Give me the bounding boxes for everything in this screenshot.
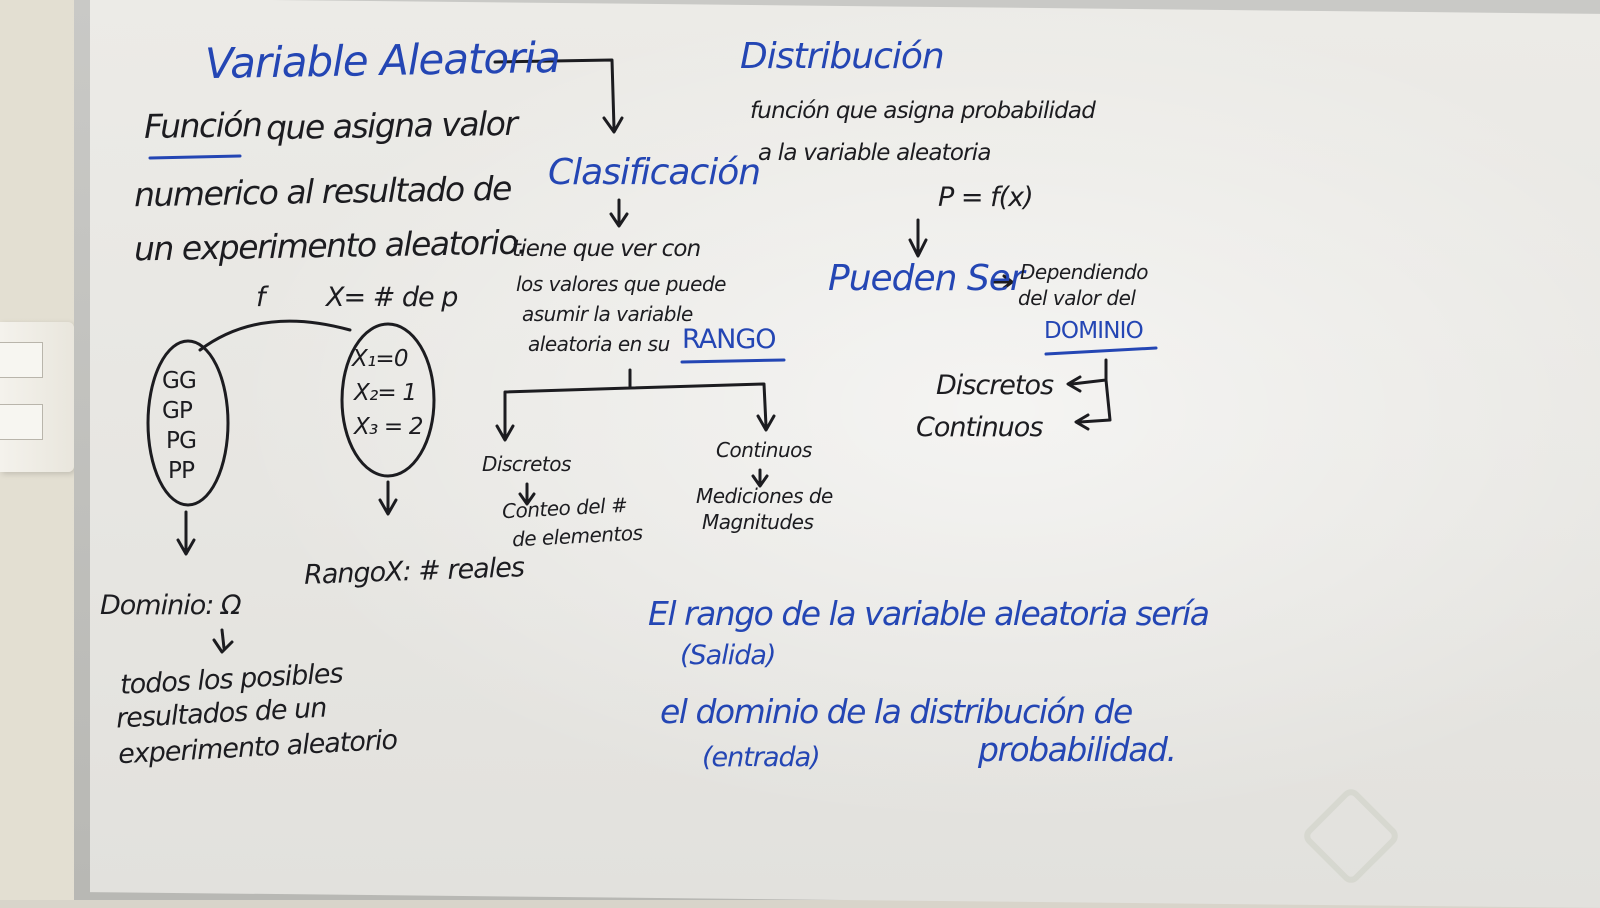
range-item: X₁=0 [352,346,408,372]
range-ellipse [340,322,436,478]
switch-key-top [0,342,43,378]
distribucion-description-line: a la variable aleatoria [758,140,991,166]
definition-line-3: un experimento aleatorio. [133,222,527,269]
continuos-description-line: Magnitudes [702,510,814,534]
mapping-curve [198,319,352,352]
domain-item: GG [162,368,197,394]
clasificacion-description-line: tiene que ver con [512,236,701,262]
dependiendo-line: del valor del [1018,286,1136,310]
right-discretos-label: Discretos [936,370,1054,401]
dominio-word: DOMINIO [1044,318,1144,344]
classification-branch [503,368,632,438]
dependiendo-line: Dependiendo [1020,260,1149,284]
x-definition-label: X= # de p [326,282,458,313]
continuos-description-line: Mediciones de [696,484,833,508]
function-f-label: f [256,282,265,313]
conclusion-line-1b: (Salida) [680,640,776,671]
distribucion-title: Distribución [740,36,945,77]
dominio-underline [1044,346,1158,356]
pueden-ser-label: Pueden Ser [828,258,1025,299]
definition-line-1: que asigna valor [265,103,517,148]
conclusion-line-2c: probabilidad. [978,730,1177,769]
light-switch [0,322,74,472]
funcion-underline [148,154,242,160]
conclusion-line-1: El rango de la variable aleatoria sería [648,594,1210,633]
domain-item: PP [168,458,195,484]
definition-underlined-word: Función [143,104,262,147]
distribucion-description-line: función que asigna probabilidad [750,98,1096,124]
rango-word: RANGO [682,324,777,355]
probability-formula: P = f(x) [938,182,1034,213]
range-item: X₃ = 2 [354,414,424,440]
domain-item: GP [162,398,193,424]
clasificacion-description-line: aleatoria en su [528,332,670,356]
conclusion-line-2: el dominio de la distribución de [660,692,1133,731]
clasificacion-title: Clasificación [548,152,761,193]
switch-key-bottom [0,404,43,440]
clasificacion-description-line: los valores que puede [516,272,726,296]
definition-line-2: numerico al resultado de [133,168,512,215]
arrow-title-to-clasificacion [493,58,616,130]
clasificacion-description-line: asumir la variable [522,302,693,326]
rango-underline [680,358,786,364]
domain-item: PG [166,428,197,454]
conclusion-line-2b: (entrada) [702,742,821,773]
dominio-label: Dominio: Ω [100,590,242,621]
variable-aleatoria-title: Variable Aleatoria [204,32,561,89]
range-item: X₂= 1 [354,380,417,406]
continuos-label: Continuos [716,438,812,462]
domain-ellipse [146,339,230,507]
discretos-label: Discretos [482,452,571,476]
right-continuos-label: Continuos [916,412,1043,443]
